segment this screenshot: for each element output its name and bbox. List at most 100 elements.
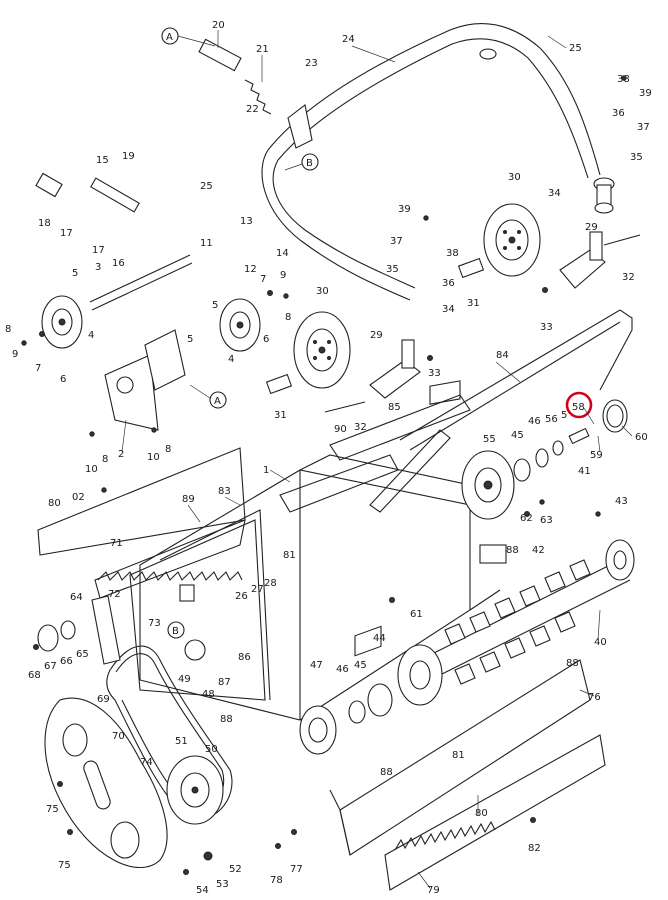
drive-belt xyxy=(106,645,233,820)
part-labels: 20 21 22 23 24 25 25 38 39 36 37 35 34 3… xyxy=(5,20,652,896)
part-label-50: 50 xyxy=(205,744,218,755)
part-label-58: 58 xyxy=(572,402,585,413)
svg-text:A: A xyxy=(214,396,221,407)
washer xyxy=(552,440,564,456)
part-label-21: 21 xyxy=(256,44,269,55)
highlight-ring xyxy=(565,391,593,419)
part-label-12: 12 xyxy=(244,264,257,275)
leader-lines xyxy=(121,30,633,889)
part-label-57: 5 xyxy=(561,410,567,421)
part-label-44: 44 xyxy=(373,633,386,644)
part-label-45b: 45 xyxy=(354,660,367,671)
drive-cover xyxy=(329,394,471,461)
part-label-27: 27 xyxy=(251,584,264,595)
pulley-shaft xyxy=(89,254,191,303)
part-label-31: 31 xyxy=(467,298,480,309)
part-label-5a: 5 xyxy=(72,268,78,279)
part-label-39b: 39 xyxy=(398,204,411,215)
part-label-3: 3 xyxy=(95,262,101,273)
part-label-5c: 5 xyxy=(187,334,193,345)
part-label-90: 90 xyxy=(334,424,347,435)
part-label-84: 84 xyxy=(496,350,509,361)
part-label-71: 71 xyxy=(110,538,123,549)
part-label-80b: 80 xyxy=(48,498,61,509)
part-label-42: 42 xyxy=(532,545,545,556)
callout-b-top: B xyxy=(284,153,319,171)
bracket-post xyxy=(401,339,415,369)
bolt xyxy=(324,401,366,413)
part-label-76: 76 xyxy=(588,692,601,703)
part-label-72: 72 xyxy=(108,589,121,600)
part-label-10b: 10 xyxy=(147,452,160,463)
part-label-83: 83 xyxy=(218,486,231,497)
fasteners xyxy=(21,75,627,875)
part-label-46b: 46 xyxy=(336,664,349,675)
idler-bearing xyxy=(37,624,59,652)
part-label-9a: 9 xyxy=(12,349,18,360)
support-arm xyxy=(369,429,451,513)
label-plate xyxy=(179,584,195,602)
part-label-67: 67 xyxy=(44,661,57,672)
threaded-rod xyxy=(244,79,272,115)
part-label-64: 64 xyxy=(70,592,83,603)
idler-washer xyxy=(60,620,76,640)
part-label-20: 20 xyxy=(212,20,225,31)
part-label-8a: 8 xyxy=(102,454,108,465)
circlip xyxy=(348,700,366,724)
part-label-29: 29 xyxy=(585,222,598,233)
part-label-16: 16 xyxy=(112,258,125,269)
part-label-56: 56 xyxy=(545,414,558,425)
shaft-16 xyxy=(90,177,140,213)
part-label-73: 73 xyxy=(148,618,161,629)
part-label-38b: 38 xyxy=(446,248,459,259)
part-label-51: 51 xyxy=(175,736,188,747)
part-label-48: 48 xyxy=(202,689,215,700)
part-label-87: 87 xyxy=(218,677,231,688)
front-wheel-left xyxy=(293,311,351,389)
part-label-61: 61 xyxy=(410,609,423,620)
part-label-6a: 6 xyxy=(60,374,66,385)
drive-pulley xyxy=(166,755,224,825)
part-label-33: 33 xyxy=(540,322,553,333)
part-label-5b: 5 xyxy=(212,300,218,311)
part-label-6b: 6 xyxy=(263,334,269,345)
svg-text:A: A xyxy=(166,32,173,43)
part-label-74: 74 xyxy=(140,757,153,768)
callout-b-mid: B xyxy=(167,621,185,639)
lever-bracket xyxy=(144,329,186,391)
part-label-39: 39 xyxy=(639,88,652,99)
belt-guard xyxy=(44,697,168,869)
part-label-85: 85 xyxy=(388,402,401,413)
rotor-shaft xyxy=(419,539,635,685)
part-label-78: 78 xyxy=(270,875,283,886)
side-plate xyxy=(129,519,266,701)
part-label-34: 34 xyxy=(548,188,561,199)
part-label-26: 26 xyxy=(235,591,248,602)
part-label-34b: 34 xyxy=(442,304,455,315)
part-label-37: 37 xyxy=(637,122,650,133)
svg-text:B: B xyxy=(306,158,313,169)
part-label-80: 80 xyxy=(475,808,488,819)
part-label-40: 40 xyxy=(594,637,607,648)
part-label-77: 77 xyxy=(290,864,303,875)
part-label-17b: 17 xyxy=(92,245,105,256)
part-label-35b: 35 xyxy=(386,264,399,275)
callout-a-mid: A xyxy=(189,384,227,409)
label-plate xyxy=(354,625,382,657)
part-label-14: 14 xyxy=(276,248,289,259)
part-label-22: 22 xyxy=(246,104,259,115)
part-label-59: 59 xyxy=(590,450,603,461)
part-label-41: 41 xyxy=(578,466,591,477)
part-label-49: 49 xyxy=(178,674,191,685)
part-label-55: 55 xyxy=(483,434,496,445)
part-label-81b: 81 xyxy=(283,550,296,561)
part-label-82: 82 xyxy=(528,843,541,854)
part-label-30b: 30 xyxy=(316,286,329,297)
part-label-17a: 17 xyxy=(60,228,73,239)
part-label-68: 68 xyxy=(28,670,41,681)
part-label-88c: 88 xyxy=(380,767,393,778)
part-label-47: 47 xyxy=(310,660,323,671)
part-label-70: 70 xyxy=(112,731,125,742)
handle-assembly xyxy=(261,22,615,301)
bracket-post xyxy=(589,231,603,261)
